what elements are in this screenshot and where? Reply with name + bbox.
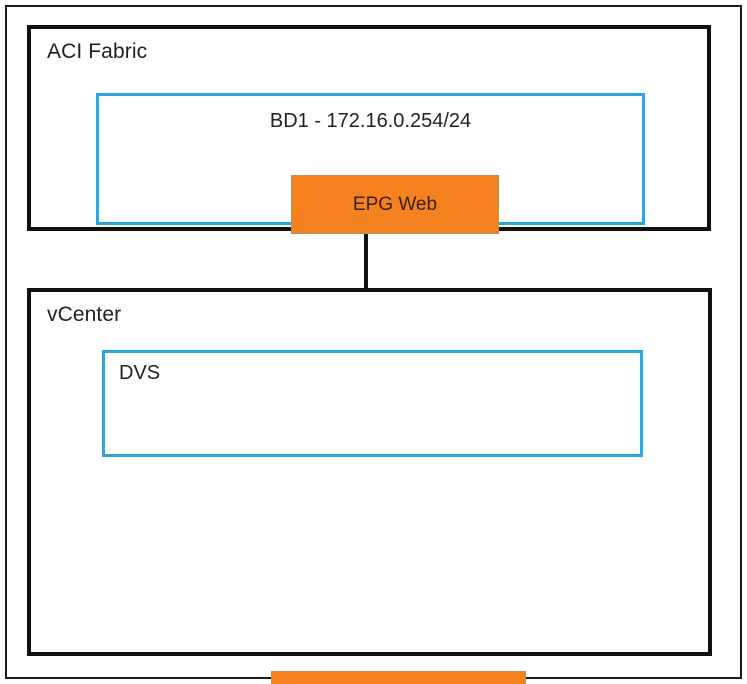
aci-fabric-container: ACI Fabric BD1 - 172.16.0.254/24 EPG Web [27,25,711,234]
dvs-container: DVS [102,350,643,457]
connector-aci-fabric-to-vcenter [364,228,368,290]
dvs-label: DVS [119,362,161,384]
portgroup-node[interactable]: PortGroup IT|3TierApp|Web [271,671,526,684]
vcenter-label: vCenter [47,303,122,326]
aci-fabric-label: ACI Fabric [47,40,148,63]
epg-web-name: EPG Web [352,193,438,215]
vcenter-container: vCenter DVS PortGroup IT|3TierApp|Web VM… [27,288,712,684]
bd1-title: BD1 - 172.16.0.254/24 [269,110,472,132]
epg-web-node[interactable]: EPG Web [291,175,499,234]
